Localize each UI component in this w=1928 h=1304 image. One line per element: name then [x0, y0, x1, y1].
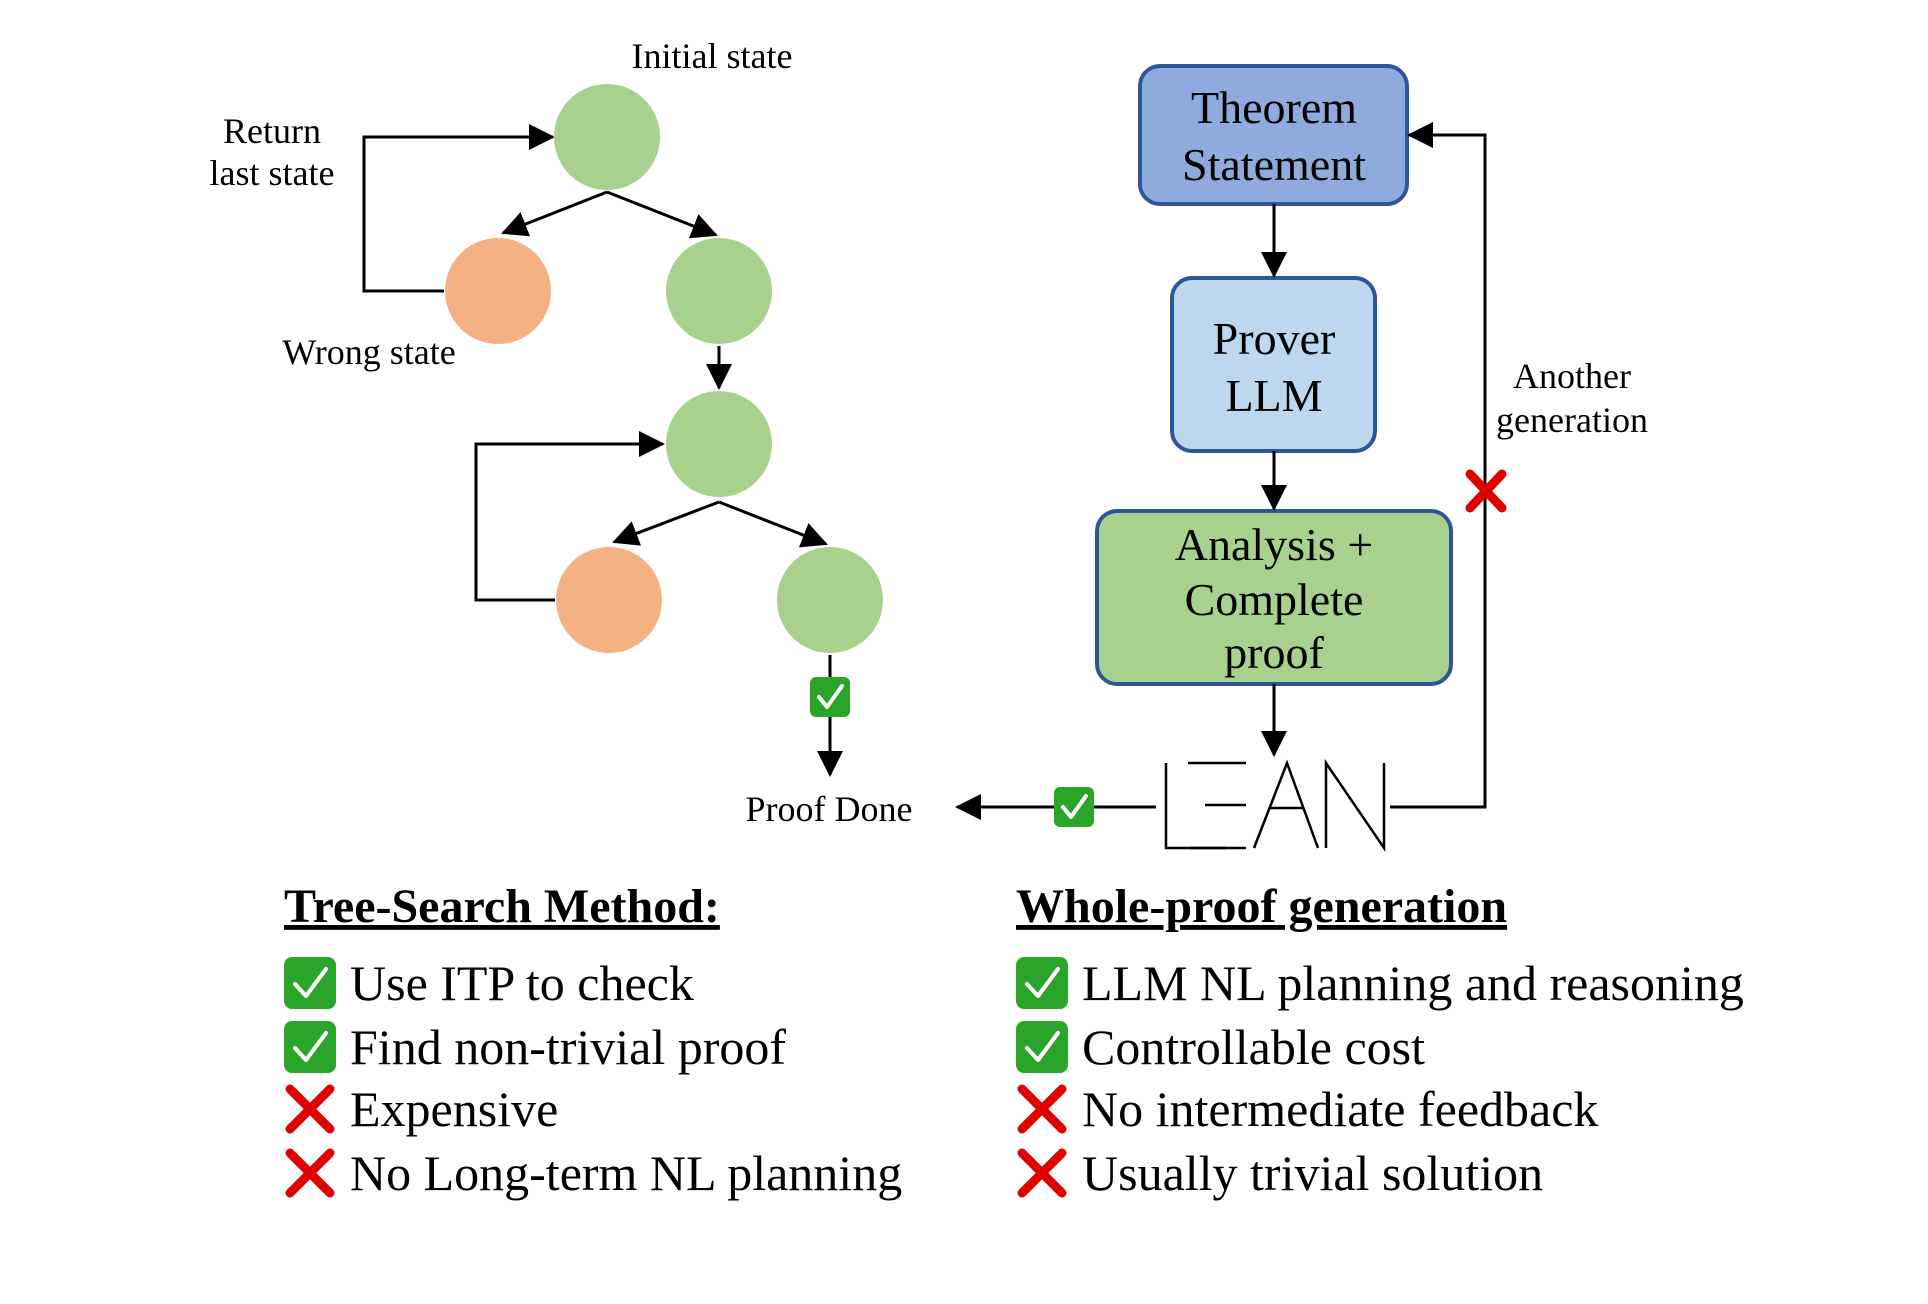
- wrong-state-node: [445, 238, 551, 344]
- return-label-line2: last state: [210, 153, 335, 193]
- list-item: No Long-term NL planning: [285, 1145, 902, 1201]
- wrong-state-node-2: [556, 547, 662, 653]
- cross-icon: [285, 1084, 335, 1134]
- list-item: Controllable cost: [1016, 1019, 1425, 1075]
- list-item: No intermediate feedback: [1017, 1081, 1598, 1137]
- cross-icon: [1465, 469, 1507, 513]
- check-icon: [1054, 787, 1094, 827]
- tree-search-summary: Tree-Search Method: Use ITP to checkFind…: [284, 880, 902, 1201]
- list-item-text: Use ITP to check: [350, 955, 694, 1011]
- another-generation-line1: Another: [1513, 356, 1631, 396]
- cross-icon: [1017, 1084, 1067, 1134]
- list-item: Expensive: [285, 1081, 558, 1137]
- list-item-text: No Long-term NL planning: [350, 1145, 902, 1201]
- cross-icon: [1017, 1148, 1067, 1198]
- prover-llm-line2: LLM: [1225, 370, 1322, 421]
- cross-icon: [285, 1148, 335, 1198]
- whole-proof-summary: Whole-proof generation LLM NL planning a…: [1016, 880, 1744, 1201]
- edge-middle-to-wrong: [612, 500, 720, 546]
- return-arrow-top: [362, 124, 555, 293]
- arrow-another-generation: [1390, 122, 1487, 809]
- return-arrow-bottom: [474, 431, 665, 602]
- list-item-text: Usually trivial solution: [1082, 1145, 1543, 1201]
- proof-done-label: Proof Done: [746, 789, 913, 829]
- list-item-text: No intermediate feedback: [1082, 1081, 1598, 1137]
- right-state-node: [666, 238, 772, 344]
- tree-search-diagram: Initial state Return last state Wrong st…: [210, 36, 913, 829]
- prover-llm-box: [1170, 276, 1377, 453]
- prover-llm-line1: Prover: [1213, 313, 1336, 364]
- list-item: Use ITP to check: [284, 955, 694, 1011]
- theorem-statement-line1: Theorem: [1191, 82, 1357, 133]
- whole-proof-heading: Whole-proof generation: [1016, 880, 1507, 933]
- edge-root-to-right: [606, 190, 718, 239]
- lean-logo-icon: [1164, 758, 1386, 853]
- check-icon: [284, 1021, 336, 1073]
- initial-state-node: [554, 84, 660, 190]
- check-icon: [1016, 957, 1068, 1009]
- list-item-text: Expensive: [350, 1081, 558, 1137]
- whole-proof-list: LLM NL planning and reasoningControllabl…: [1016, 955, 1744, 1201]
- analysis-line3: proof: [1224, 627, 1324, 678]
- another-generation-line2: generation: [1496, 400, 1648, 440]
- list-item: LLM NL planning and reasoning: [1016, 955, 1744, 1011]
- tree-edges: [362, 124, 843, 777]
- middle-state-node: [666, 391, 772, 497]
- edge-middle-to-success: [718, 500, 828, 548]
- initial-state-label: Initial state: [632, 36, 793, 76]
- theorem-statement-line2: Statement: [1182, 139, 1366, 190]
- success-state-node: [777, 547, 883, 653]
- tree-search-heading: Tree-Search Method:: [284, 880, 720, 933]
- check-icon: [810, 677, 850, 717]
- wrong-state-label: Wrong state: [282, 332, 456, 372]
- analysis-line1: Analysis +: [1175, 519, 1373, 570]
- edge-root-to-wrong: [501, 190, 608, 237]
- list-item-text: LLM NL planning and reasoning: [1082, 955, 1744, 1011]
- list-item-text: Find non-trivial proof: [350, 1019, 786, 1075]
- analysis-line2: Complete: [1185, 574, 1364, 625]
- list-item: Find non-trivial proof: [284, 1019, 786, 1075]
- list-item-text: Controllable cost: [1082, 1019, 1425, 1075]
- check-icon: [1016, 1021, 1068, 1073]
- list-item: Usually trivial solution: [1017, 1145, 1543, 1201]
- return-label-line1: Return: [223, 111, 321, 151]
- check-icon: [284, 957, 336, 1009]
- whole-proof-flow: Theorem Statement Prover LLM Analysis + …: [955, 64, 1648, 853]
